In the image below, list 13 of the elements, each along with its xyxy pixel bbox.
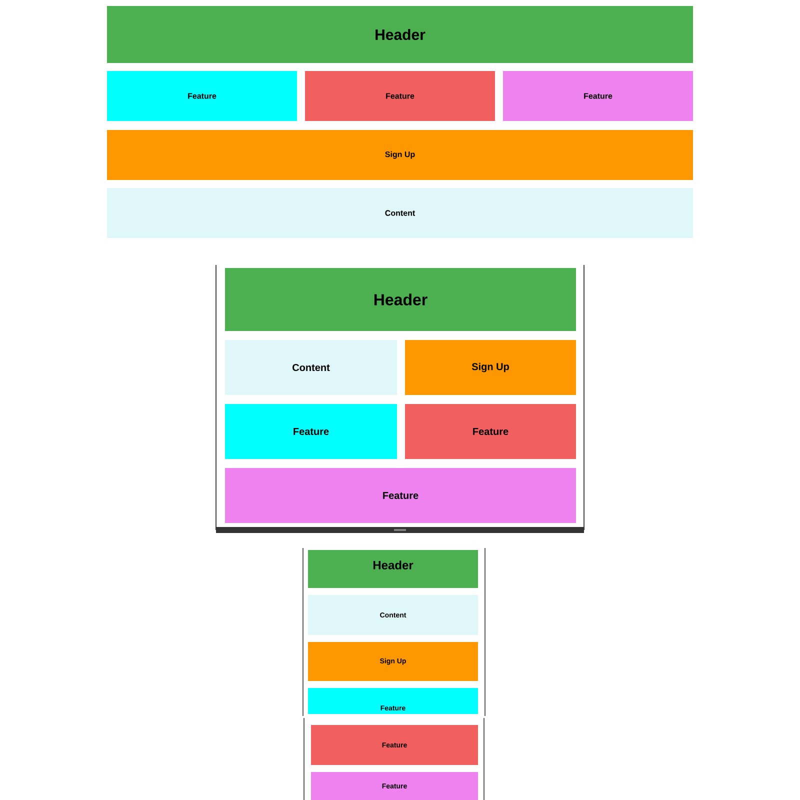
feature-block: Feature [107, 71, 297, 121]
feature-block: Feature [225, 468, 576, 523]
feature-block: Feature [225, 404, 397, 459]
sign-up-block: Sign Up [107, 130, 693, 180]
feature-block: Feature [305, 71, 495, 121]
header-block: Header [107, 6, 693, 63]
header-block: Header [225, 268, 576, 331]
feature-block: Feature [503, 71, 693, 121]
feature-block: Feature [405, 404, 576, 459]
content-block: Content [225, 340, 397, 395]
sign-up-block: Sign Up [405, 340, 576, 395]
content-block: Content [107, 188, 693, 238]
header-block: Header [308, 550, 478, 588]
